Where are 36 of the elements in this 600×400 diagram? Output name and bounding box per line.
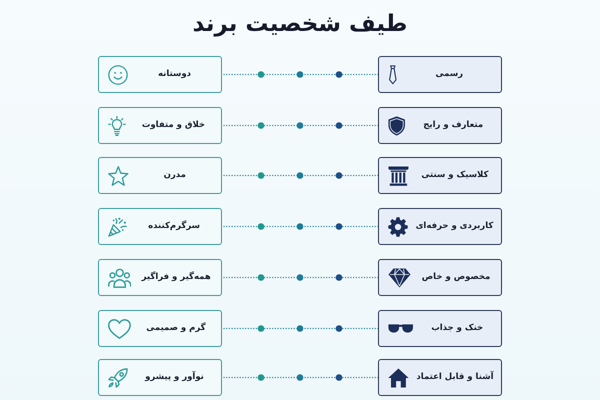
trait-label: مخصوص و خاص (420, 272, 492, 283)
trait-label: خنک و جذاب (430, 323, 484, 334)
trait-box (98, 208, 222, 245)
trait-box (98, 107, 222, 144)
trait-box (378, 259, 502, 296)
dotted-connector (221, 376, 379, 378)
trait-label: کاربردی و حرفه‌ای (414, 221, 494, 232)
dotted-connector (221, 124, 379, 126)
trait-label: رسمی (434, 69, 464, 80)
dotted-connector (221, 328, 379, 330)
trait-label: مدرن (162, 170, 187, 181)
trait-label: گرم و صمیمی (145, 323, 207, 334)
trait-label: دوستانه (156, 69, 192, 80)
dotted-connector (221, 226, 379, 228)
trait-box (378, 310, 502, 347)
trait-box (378, 107, 502, 144)
trait-label: نوآور و پیشرو (144, 372, 205, 383)
trait-label: همه‌گیر و فراگیر (140, 272, 212, 283)
trait-box (98, 259, 222, 296)
dotted-connector (221, 174, 379, 176)
trait-box (98, 310, 222, 347)
trait-label: کلاسیک و سنتی (420, 170, 490, 181)
trait-box (98, 359, 222, 396)
trait-label: متعارف و رایج (422, 120, 484, 131)
dotted-connector (221, 74, 379, 76)
trait-label: خلاق و متفاوت (140, 120, 206, 131)
trait-box (378, 56, 502, 93)
trait-box (378, 359, 502, 396)
trait-label: سرگرم‌کننده (147, 221, 201, 232)
diagram-title: طیف شخصیت برند (192, 10, 408, 39)
trait-box (98, 157, 222, 194)
trait-box (378, 208, 502, 245)
trait-box (98, 56, 222, 93)
dotted-connector (221, 276, 379, 278)
trait-label: آشنا و قابل اعتماد (415, 372, 495, 383)
trait-box (378, 157, 502, 194)
